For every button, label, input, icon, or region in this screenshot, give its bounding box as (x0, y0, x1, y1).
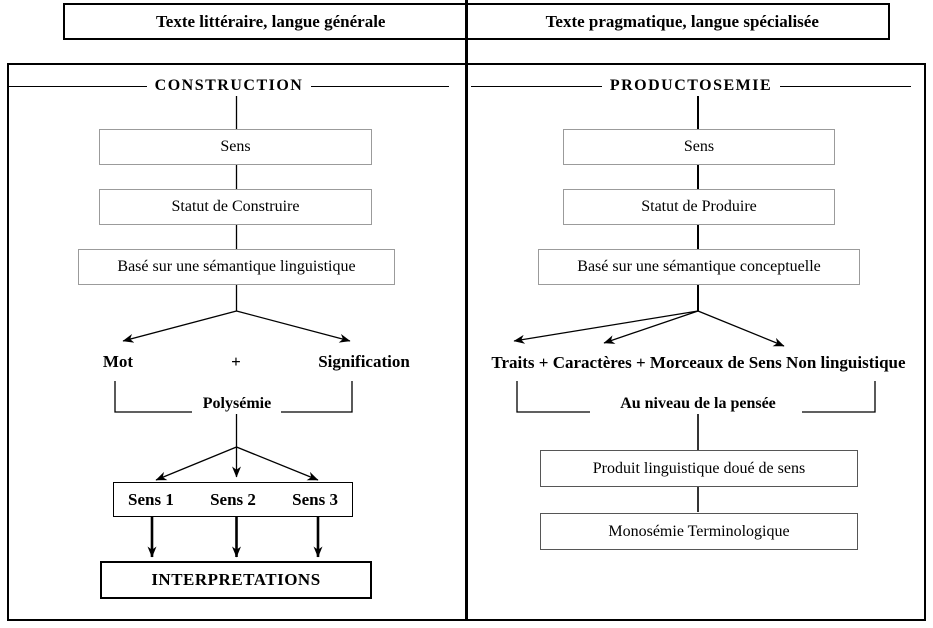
box-sens-left: Sens (99, 129, 372, 165)
label-mot: Mot (102, 352, 134, 371)
box-monosemie-terminologique: Monosémie Terminologique (540, 513, 858, 550)
label-au-niveau-pensee: Au niveau de la pensée (620, 395, 776, 412)
label-polysemie: Polysémie (202, 395, 272, 412)
legend-line (780, 85, 911, 87)
legend-construction-label: CONSTRUCTION (154, 77, 304, 94)
title-row: Texte littéraire, langue générale Texte … (63, 3, 890, 40)
label-sens-2: Sens 2 (210, 489, 256, 509)
center-divider (465, 0, 468, 621)
title-right: Texte pragmatique, langue spécialisée (545, 11, 819, 31)
label-signification: Signification (318, 352, 410, 371)
legend-line (9, 85, 147, 87)
legend-productosemie: PRODUCTOSEMIE (471, 76, 923, 96)
legend-line (471, 85, 602, 87)
legend-line (311, 85, 449, 87)
label-sens-3: Sens 3 (292, 489, 338, 509)
label-sens-1: Sens 1 (128, 489, 174, 509)
box-statut-construire: Statut de Construire (99, 189, 372, 225)
box-statut-produire: Statut de Produire (563, 189, 835, 225)
label-plus: + (231, 352, 241, 371)
box-semantique-conceptuelle: Basé sur une sémantique conceptuelle (538, 249, 860, 285)
legend-productosemie-label: PRODUCTOSEMIE (609, 77, 773, 94)
label-traits-caracteres-morceaux: Traits + Caractères + Morceaux de Sens N… (491, 353, 906, 372)
box-produit-linguistique: Produit linguistique doué de sens (540, 450, 858, 487)
box-sens-right: Sens (563, 129, 835, 165)
sens-123-frame: Sens 1 Sens 2 Sens 3 (113, 482, 353, 517)
box-semantique-linguistique: Basé sur une sémantique linguistique (78, 249, 395, 285)
box-interpretations: INTERPRETATIONS (100, 561, 372, 599)
title-left: Texte littéraire, langue générale (156, 11, 386, 31)
legend-construction: CONSTRUCTION (9, 76, 461, 96)
